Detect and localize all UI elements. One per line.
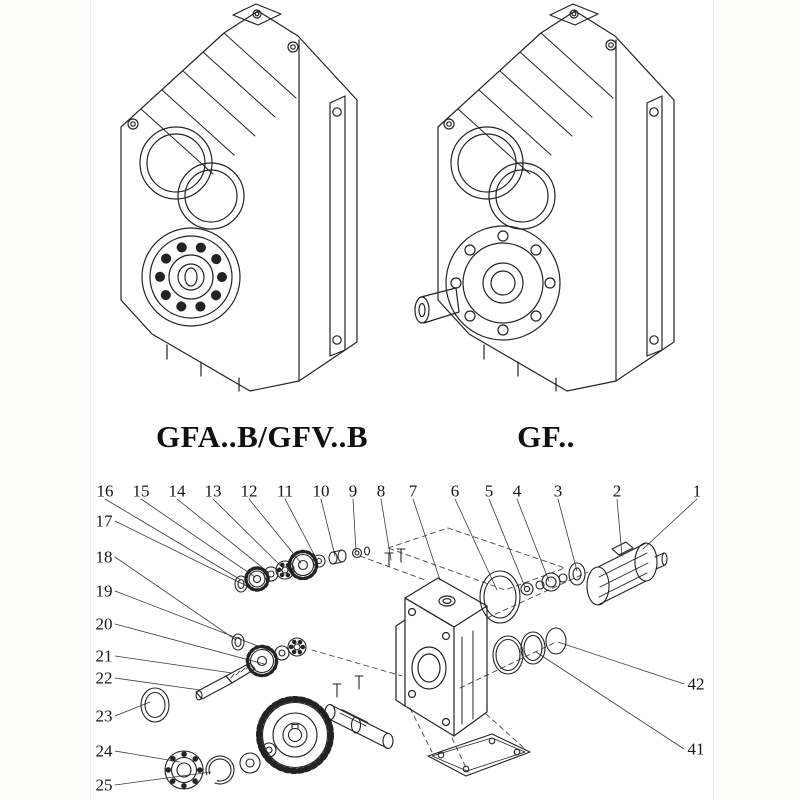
callout-3: 3 [553, 481, 563, 501]
callout-8: 8 [376, 481, 386, 501]
fastener-bolts [384, 548, 406, 567]
gasket-and-rings [479, 570, 568, 624]
callout-6: 6 [450, 481, 460, 501]
callout-13: 13 [204, 481, 222, 501]
output-bearing-parts [164, 742, 277, 790]
intermediate-shaft-parts [140, 633, 307, 723]
motor-adapter [568, 541, 668, 606]
callout-18: 18 [95, 547, 113, 567]
callout-7: 7 [408, 481, 418, 501]
callout-21: 21 [95, 646, 113, 666]
leader-lines [104, 498, 698, 786]
callout-1: 1 [692, 481, 702, 501]
output-shaft [414, 287, 460, 324]
output-bearing [141, 227, 241, 327]
callout-15: 15 [132, 481, 150, 501]
callout-41: 41 [687, 739, 705, 759]
assembly-phantom-lines [311, 527, 589, 773]
callout-17: 17 [95, 511, 113, 531]
callout-22: 22 [95, 668, 113, 688]
model-label-gfab-gfvb: GFA..B/GFV..B [155, 419, 369, 454]
callout-23: 23 [95, 706, 113, 726]
callout-5: 5 [484, 481, 494, 501]
output-flange [445, 225, 561, 341]
callout-25: 25 [95, 775, 113, 795]
callout-9: 9 [348, 481, 358, 501]
cover-plate [427, 733, 531, 777]
callout-24: 24 [95, 741, 113, 761]
cooling-fins [457, 32, 614, 175]
callout-14: 14 [168, 481, 186, 501]
callout-16: 16 [96, 481, 114, 501]
cooling-fins [140, 32, 297, 175]
gear-housing [395, 577, 488, 737]
output-gear-and-shaft [256, 675, 394, 774]
gearbox-right-drawing [414, 3, 675, 392]
exploded-view-drawing [104, 498, 698, 790]
callout-42: 42 [687, 674, 705, 694]
model-label-gf: GF.. [517, 419, 575, 454]
input-shaft-parts [234, 546, 371, 593]
gearbox-left-drawing [120, 3, 358, 392]
callout-4: 4 [512, 481, 522, 501]
retaining-rings [492, 627, 567, 675]
callout-19: 19 [95, 581, 113, 601]
callout-12: 12 [240, 481, 258, 501]
callout-2: 2 [612, 481, 622, 501]
callout-10: 10 [312, 481, 330, 501]
callout-20: 20 [95, 614, 113, 634]
callout-11: 11 [276, 481, 294, 501]
